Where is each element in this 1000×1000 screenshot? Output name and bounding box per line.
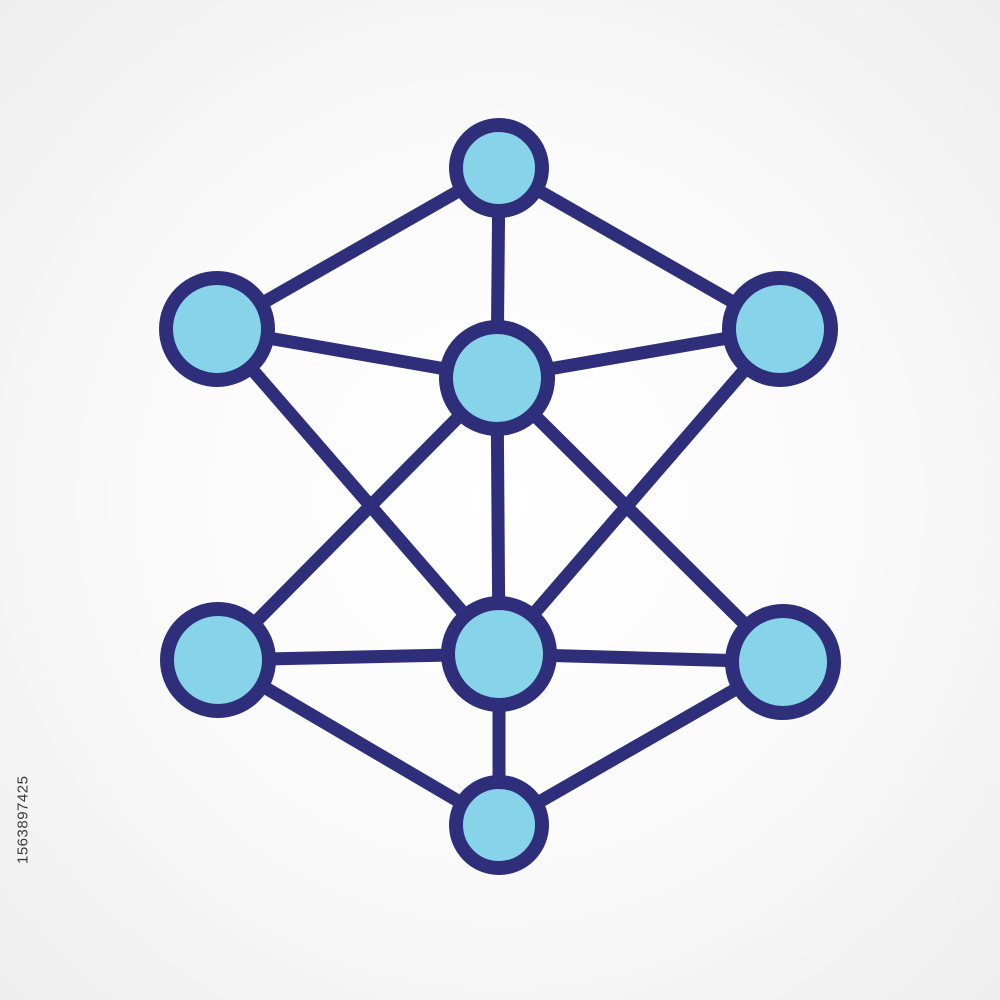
node-center-upper xyxy=(439,320,555,436)
node-upper-right xyxy=(722,271,838,387)
stock-id-watermark: 1563897425 xyxy=(14,775,32,865)
node-center-lower xyxy=(441,596,557,712)
node-upper-left xyxy=(159,271,275,387)
node-lower-left xyxy=(160,602,276,718)
node-lower-right xyxy=(725,604,841,720)
node-top xyxy=(449,118,549,218)
edge-center-upper-lower-left xyxy=(211,371,504,667)
node-bottom xyxy=(449,775,549,875)
edge-upper-left-center-lower xyxy=(210,322,506,661)
edges xyxy=(210,161,790,832)
edge-center-upper-lower-right xyxy=(490,371,790,669)
nodes xyxy=(159,118,841,875)
edge-upper-right-center-lower xyxy=(492,322,787,661)
